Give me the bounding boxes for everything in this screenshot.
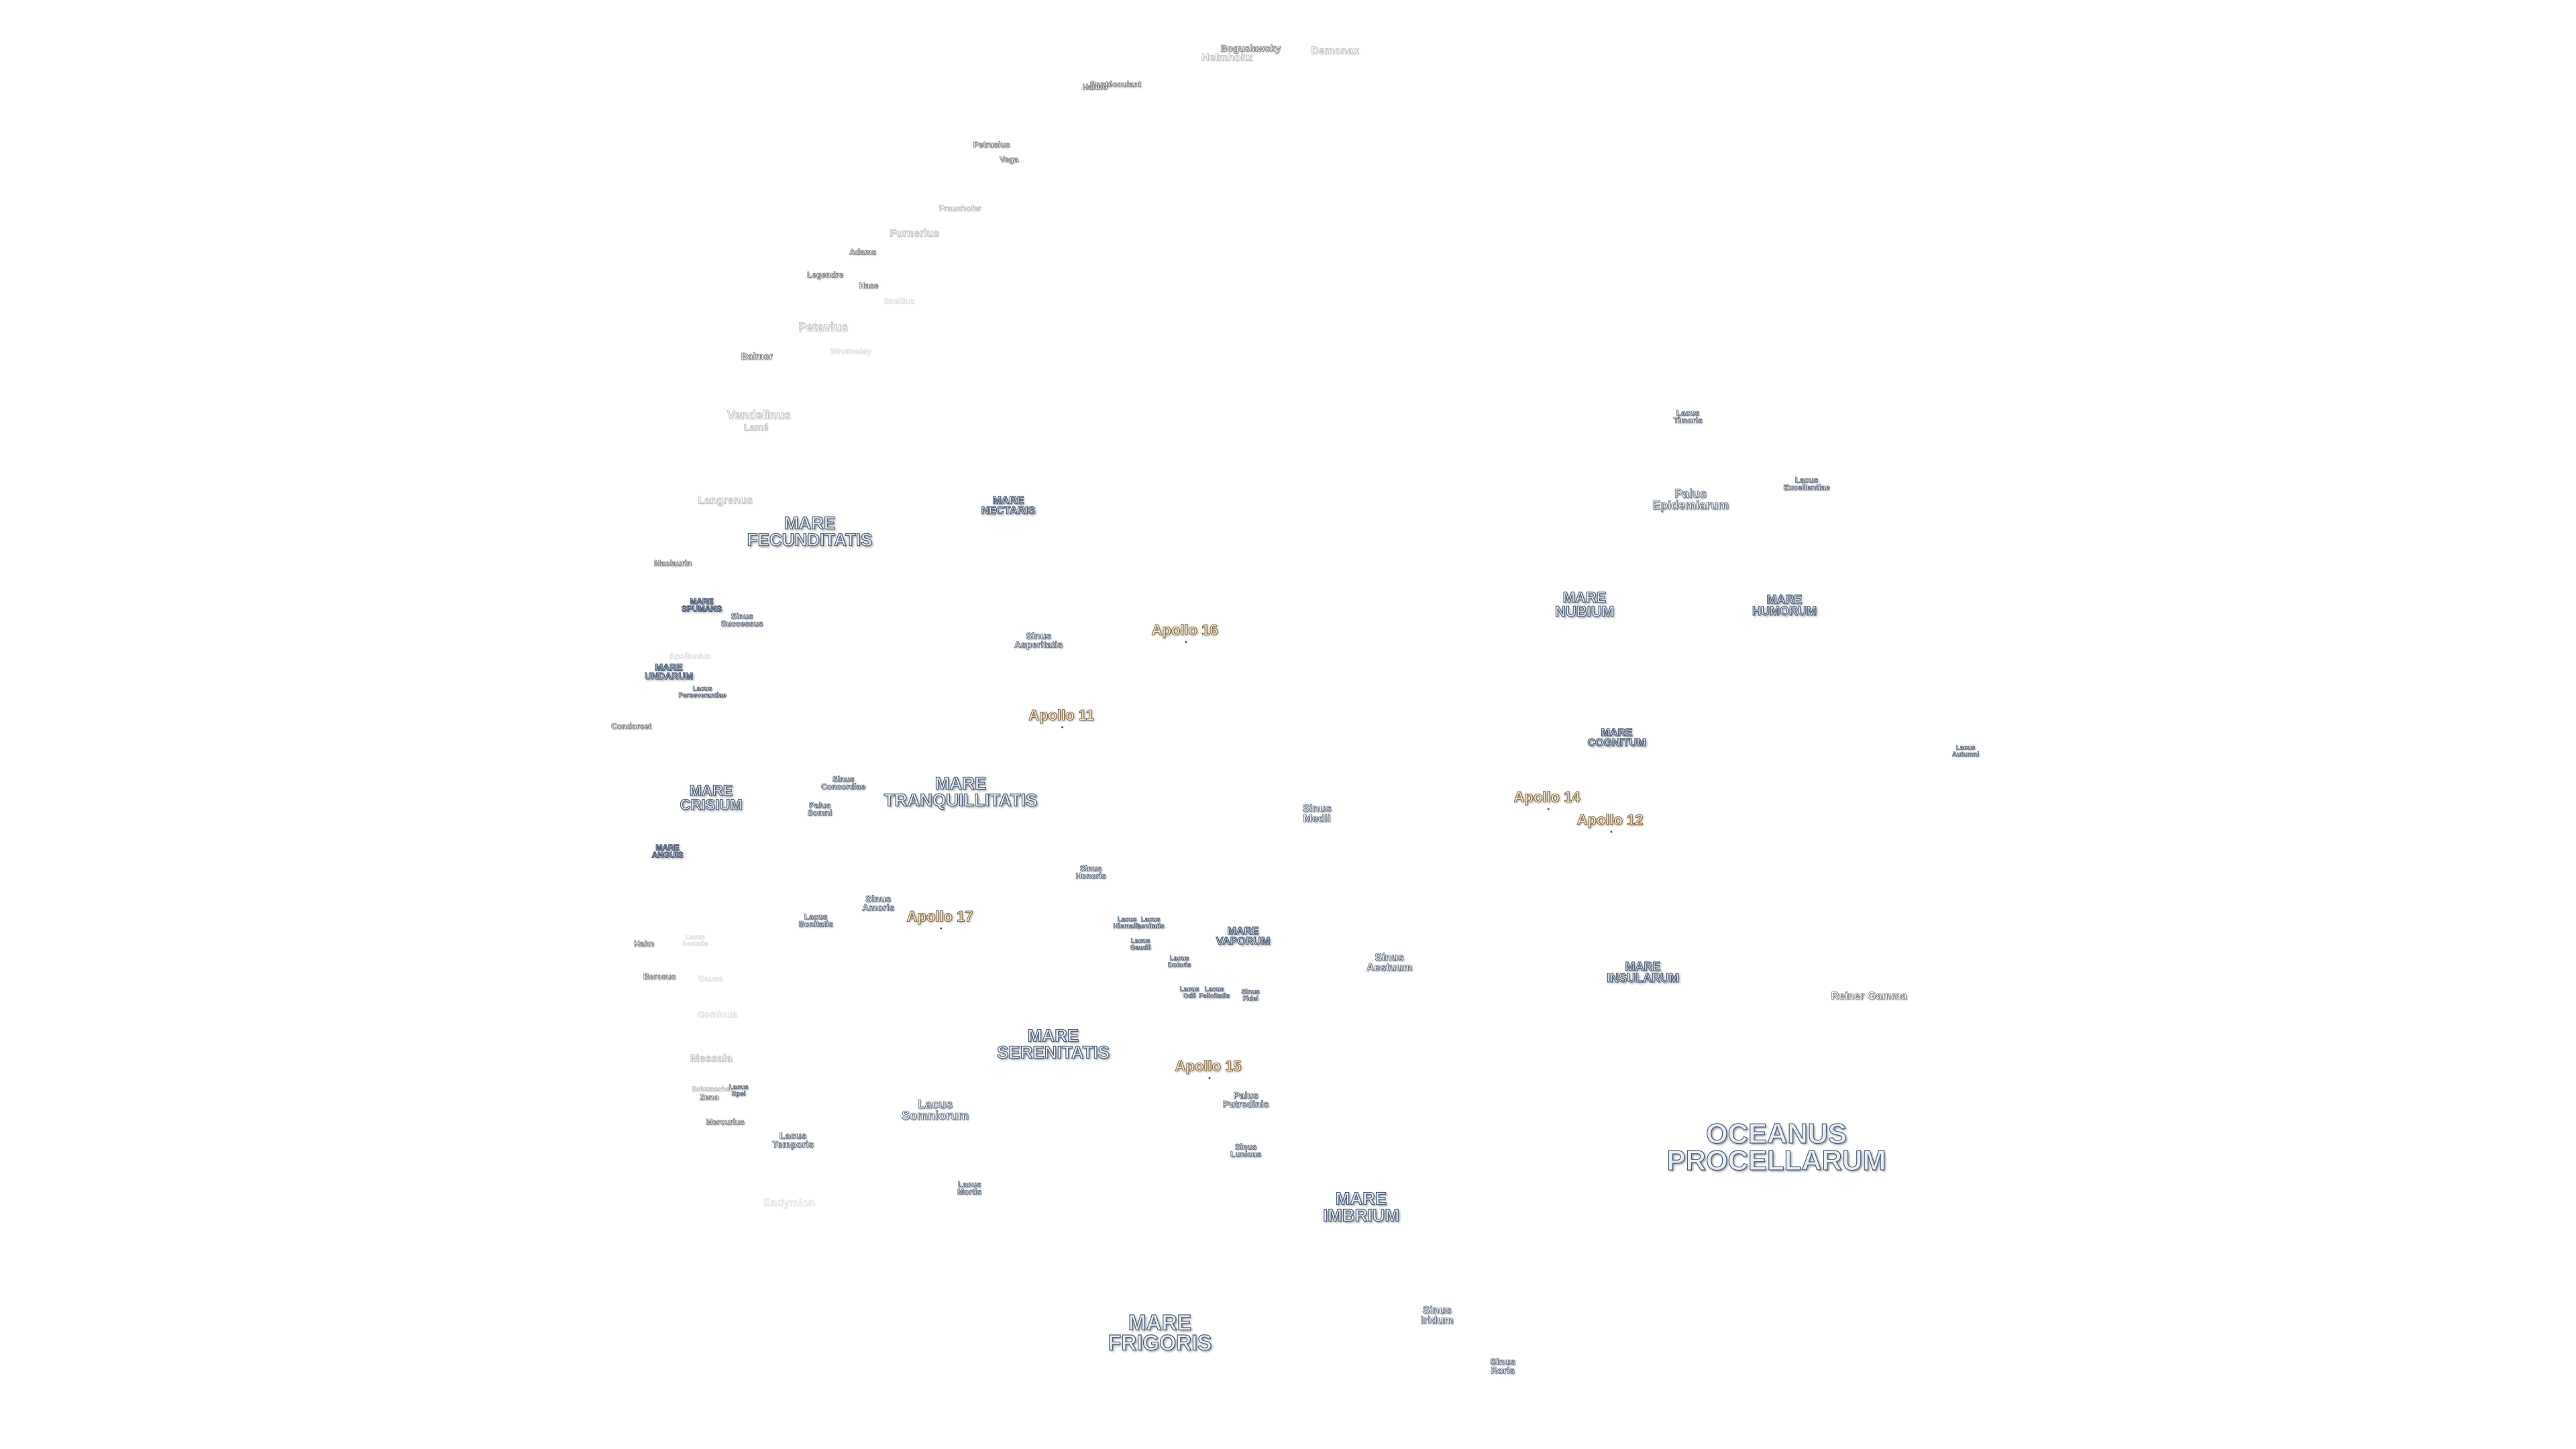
sinus-lunicus-label: Sinus Lunicus bbox=[1230, 1142, 1262, 1159]
hase-label: Hase bbox=[859, 280, 879, 290]
mare-vaporum-label: MARE VAPORUM bbox=[1216, 925, 1271, 948]
hahn-label: Hahn bbox=[634, 938, 655, 949]
pontecoulant-label: Pontécoulant bbox=[1089, 79, 1142, 89]
helmholtz-label: Helmholtz bbox=[1201, 52, 1253, 64]
gauss-label: Gauss bbox=[698, 973, 723, 983]
vendelinus-label: Vendelinus bbox=[727, 408, 791, 422]
apollo-14-marker: Apollo 14 bbox=[1513, 788, 1580, 810]
petrusius-label: Petrusius bbox=[973, 140, 1010, 150]
hanno-label: Hanno bbox=[1082, 82, 1108, 92]
adams-label: Adams bbox=[849, 247, 877, 257]
mare-serenitatis-label: MARE SERENITATIS bbox=[996, 1025, 1110, 1062]
mare-tranquillitatis-label: MARE TRANQUILLITATIS bbox=[883, 773, 1038, 810]
balmer-label: Balmer bbox=[741, 350, 773, 362]
lacus-temporis-label: Lacus Temporis bbox=[772, 1130, 814, 1150]
mare-nubium-label: MARE NUBIUM bbox=[1554, 589, 1614, 620]
mare-humorum-label: MARE HUMORUM bbox=[1752, 592, 1817, 618]
lacus-doloris-label: Lacus Doloris bbox=[1167, 955, 1191, 969]
langrenus-label: Langrenus bbox=[698, 494, 753, 506]
lacus-mortis-label: Lacus Mortis bbox=[957, 1179, 982, 1197]
lacus-autumni-label: Lacus Autumni bbox=[1951, 744, 1980, 758]
zeno-label: Zeno bbox=[699, 1092, 719, 1102]
endymion-label: Endymion bbox=[763, 1197, 815, 1209]
lacus-spei-label: Lacus Spei bbox=[729, 1083, 749, 1097]
apollo-11-marker: Apollo 11 bbox=[1028, 706, 1094, 729]
mare-imbrium-label: MARE IMBRIUM bbox=[1322, 1188, 1400, 1225]
mercurius-label: Mercurius bbox=[706, 1117, 745, 1127]
mare-fecunditatis-label: MARE FECUNDITATIS bbox=[747, 513, 873, 549]
lacus-bonitatis-label: Lacus Bonitatis bbox=[798, 912, 833, 929]
messala-label: Messala bbox=[690, 1053, 733, 1065]
mare-anguis-label: MARE ANGUIS bbox=[651, 843, 684, 860]
sinus-asperitatis-label: Sinus Asperitatis bbox=[1014, 630, 1063, 650]
furnerius-label: Furnerius bbox=[890, 227, 939, 239]
mare-cognitum-label: MARE COGNITUM bbox=[1587, 727, 1646, 749]
oceanus-procellarum-label: OCEANUS PROCELLARUM bbox=[1666, 1118, 1886, 1176]
sinus-concordiae-label: Sinus Concordiae bbox=[820, 774, 866, 792]
petavius-label: Petavius bbox=[798, 320, 849, 334]
berosus-label: Berosus bbox=[643, 971, 676, 981]
fraunhofer-label: Fraunhofer bbox=[938, 203, 981, 213]
lacus-aestatis-label: Lacus Aestatis bbox=[682, 933, 708, 947]
geminus-label: Geminus bbox=[697, 1008, 737, 1020]
wrottesley-label: Wrottesley bbox=[830, 346, 871, 356]
sinus-amoris-label: Sinus Amoris bbox=[861, 893, 895, 913]
sinus-roris-label: Sinus Roris bbox=[1489, 1356, 1516, 1376]
apollo-17-marker: Apollo 17 bbox=[906, 908, 973, 930]
apollo-15-marker: Apollo 15 bbox=[1175, 1057, 1242, 1079]
lame-label: Lamé bbox=[743, 421, 769, 433]
legendre-label: Legendre bbox=[806, 270, 844, 280]
mare-crisium-label: MARE CRISIUM bbox=[680, 782, 743, 813]
sinus-iridum-label: Sinus Iridum bbox=[1420, 1304, 1454, 1326]
sinus-fidei-label: Sinus Fidei bbox=[1241, 988, 1260, 1002]
mare-insularum-label: MARE INSULARUM bbox=[1606, 959, 1679, 985]
apollo-16-marker: Apollo 16 bbox=[1151, 621, 1218, 643]
mare-frigoris-label: MARE FRIGORIS bbox=[1108, 1310, 1212, 1355]
boguslawsky-label: Boguslawsky bbox=[1220, 42, 1281, 54]
snellius-label: Snellius bbox=[883, 296, 915, 306]
sinus-aestuum-label: Sinus Aestuum bbox=[1366, 951, 1413, 973]
apollonius-label: Apollonius bbox=[669, 651, 710, 661]
sinus-medii-label: Sinus Medii bbox=[1302, 802, 1332, 824]
palus-putredinis-label: Palus Putredinis bbox=[1222, 1089, 1269, 1110]
mare-spumans-label: MARE SPUMANS bbox=[681, 596, 722, 614]
lacus-timoris-label: Lacus Timoris bbox=[1673, 408, 1703, 425]
palus-epidemiarum-label: Palus Epidemiarum bbox=[1652, 486, 1729, 512]
vega-label: Vega bbox=[999, 154, 1019, 164]
schumacher-label: Schumacher bbox=[691, 1085, 733, 1093]
demonax-label: Demonax bbox=[1310, 45, 1360, 57]
apollo-12-marker: Apollo 12 bbox=[1576, 811, 1644, 833]
palus-somni-label: Palus Somni bbox=[807, 800, 833, 818]
lacus-lenitatis-label: Lacus Lenitatis bbox=[1136, 916, 1165, 930]
maclaurin-label: Maclaurin bbox=[653, 558, 692, 568]
lacus-hiemalis-label: Lacus Hiemalis bbox=[1113, 916, 1141, 930]
lacus-somniorum-label: Lacus Somniorum bbox=[901, 1097, 969, 1122]
lacus-odii-label: Lacus Odii bbox=[1179, 985, 1199, 1000]
lacus-excellentiae-label: Lacus Excellentiae bbox=[1783, 475, 1830, 492]
condorcet-label: Condorcet bbox=[611, 721, 652, 731]
reiner-gamma-label: Reiner Gamma bbox=[1831, 990, 1907, 1002]
lacus-perseverantiae-label: Lacus Perseverantiae bbox=[678, 685, 727, 699]
lacus-gaudii-label: Lacus Gaudii bbox=[1130, 937, 1151, 951]
mare-undarum-label: MARE UNDARUM bbox=[644, 661, 694, 682]
lacus-felicitatis-label: Lacus Felicitatis bbox=[1198, 985, 1230, 1000]
mare-nectaris-label: MARE NECTARIS bbox=[981, 494, 1036, 517]
sinus-successus-label: Sinus Successus bbox=[720, 611, 763, 629]
sinus-honoris-label: Sinus Honoris bbox=[1075, 863, 1106, 881]
